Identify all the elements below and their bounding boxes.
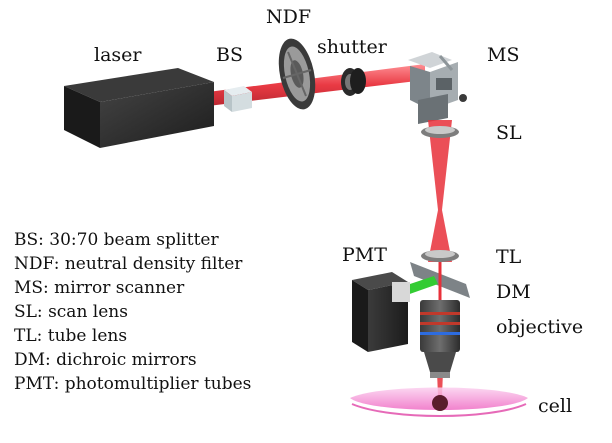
legend-item: MS: mirror scanner xyxy=(14,278,185,298)
label-tl: TL xyxy=(496,246,522,268)
tube-lens xyxy=(421,250,459,262)
dichroic-mirror xyxy=(410,262,470,300)
mirror-scanner xyxy=(408,52,467,124)
legend-item: DM: dichroic mirrors xyxy=(14,350,197,370)
fluorescence-signal xyxy=(404,276,438,296)
neutral-density-filter xyxy=(278,38,316,110)
horizontal-laser-beam xyxy=(208,64,425,106)
label-ms: MS xyxy=(487,44,520,66)
objective-lens xyxy=(420,300,460,378)
label-shutter: shutter xyxy=(317,36,387,58)
label-dm: DM xyxy=(496,281,531,303)
legend-item: TL: tube lens xyxy=(14,326,128,346)
laser-source xyxy=(64,68,214,148)
label-ndf: NDF xyxy=(266,6,312,28)
beam-splitter xyxy=(224,86,252,112)
label-laser: laser xyxy=(94,44,142,66)
photomultiplier-tube xyxy=(352,272,410,352)
abbreviation-legend: BS: 30:70 beam splitter NDF: neutral den… xyxy=(14,228,251,396)
label-pmt: PMT xyxy=(342,244,387,266)
label-sl: SL xyxy=(496,122,522,144)
label-objective: objective xyxy=(496,316,584,338)
shutter xyxy=(341,68,366,96)
label-cell: cell xyxy=(538,395,573,417)
legend-item: PMT: photomultiplier tubes xyxy=(14,374,252,394)
label-bs: BS xyxy=(216,44,243,66)
cell-sample xyxy=(350,387,528,417)
scan-lens xyxy=(421,126,459,138)
legend-item: SL: scan lens xyxy=(14,302,128,322)
legend-item: NDF: neutral density filter xyxy=(14,254,243,274)
legend-item: BS: 30:70 beam splitter xyxy=(14,230,219,250)
